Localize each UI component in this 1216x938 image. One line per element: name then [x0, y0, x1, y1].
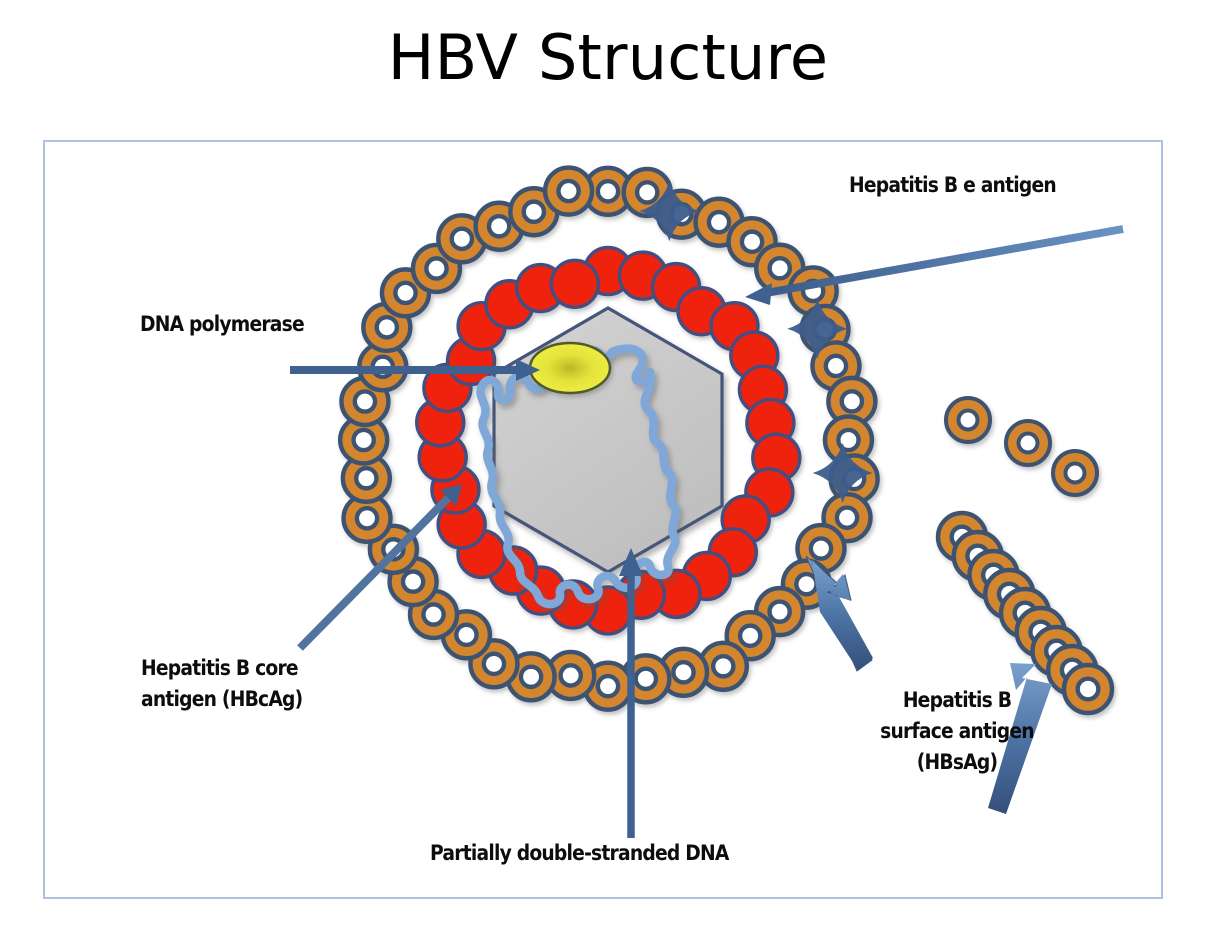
- label-hbcag-line1: Hepatitis B core: [141, 656, 299, 681]
- label-hbsag-line3: (HBsAg): [916, 750, 998, 776]
- label-dna-line1: Partially double-stranded DNA: [430, 841, 729, 866]
- label-hbeag-line1: Hepatitis B e antigen: [849, 173, 1057, 198]
- label-hbcag: Hepatitis B core antigen (HBcAg): [141, 653, 303, 715]
- label-hbsag: Hepatitis B surface antigen (HBsAg): [874, 685, 1039, 779]
- label-hbsag-line1: Hepatitis B: [902, 688, 1012, 713]
- label-dna: Partially double-stranded DNA: [430, 838, 729, 869]
- label-hbeag: Hepatitis B e antigen: [849, 170, 1057, 201]
- label-dna-polymerase: DNA polymerase: [140, 309, 305, 340]
- label-hbsag-line2: surface antigen: [880, 719, 1034, 745]
- page-title: HBV Structure: [387, 21, 829, 94]
- label-dna-polymerase-line1: DNA polymerase: [140, 312, 305, 337]
- figure-frame: [43, 140, 1163, 899]
- label-hbcag-line2: antigen (HBcAg): [141, 687, 303, 713]
